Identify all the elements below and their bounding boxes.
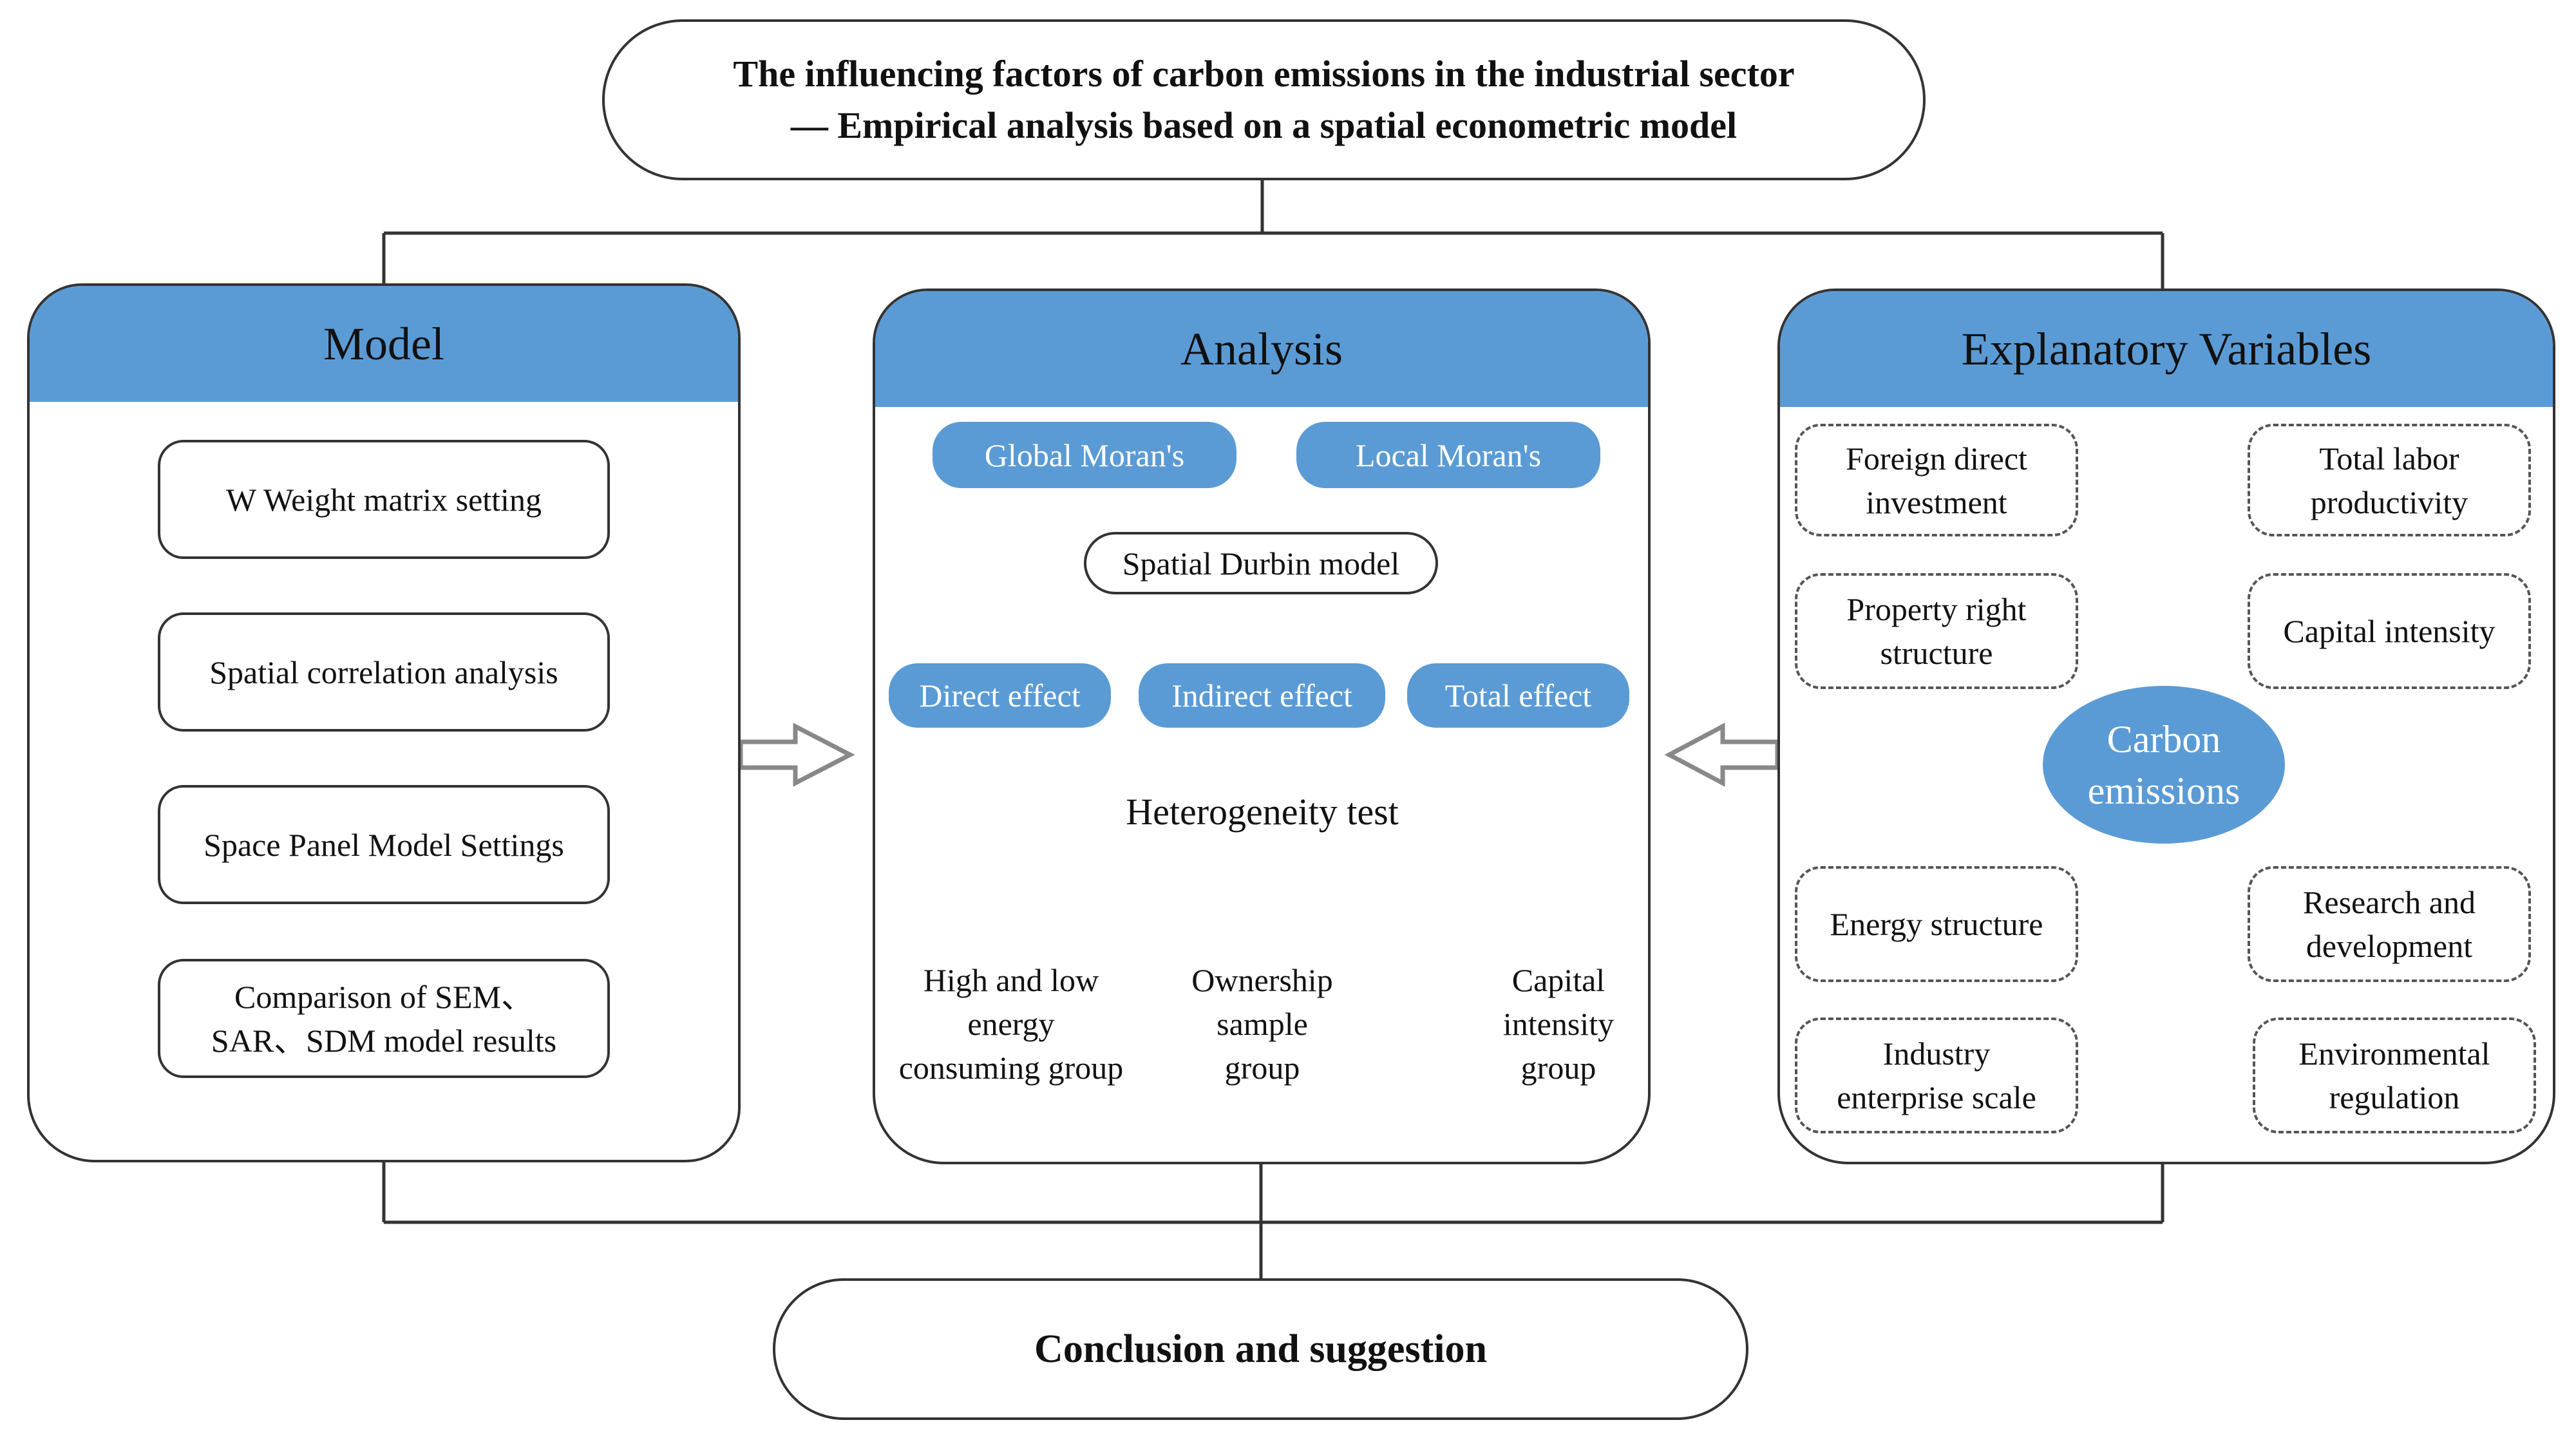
- group-energy-line-2: energy: [967, 1006, 1055, 1042]
- group-ownership-line-3: group: [1224, 1050, 1300, 1086]
- var-property-line-2: structure: [1880, 635, 1993, 671]
- title-line-2: — Empirical analysis based on a spatial …: [790, 104, 1738, 146]
- indirect-effect-node: Indirect effect: [1139, 663, 1385, 728]
- total-effect-node: Total effect: [1407, 663, 1629, 728]
- var-rd-line-1: Research and: [2303, 884, 2476, 920]
- var-total-labor-productivity: Total labor productivity: [2248, 424, 2531, 536]
- local-morans-node: Local Moran's: [1296, 422, 1600, 488]
- right-hollow-arrow: [1664, 723, 1780, 787]
- var-labor-line-2: productivity: [2310, 484, 2468, 520]
- var-rd-line-2: development: [2306, 928, 2473, 964]
- model-step-spatial-correlation: Spatial correlation analysis: [158, 612, 610, 732]
- model-panel-heading: Model: [30, 286, 738, 402]
- group-ownership-line-2: sample: [1217, 1006, 1308, 1042]
- group-energy-line-1: High and low: [923, 962, 1099, 998]
- group-energy-line-3: consuming group: [898, 1050, 1124, 1086]
- var-capital-intensity: Capital intensity: [2248, 573, 2531, 689]
- model-step-weight-matrix: W Weight matrix setting: [158, 440, 610, 559]
- var-foreign-direct-investment: Foreign direct investment: [1795, 424, 2078, 536]
- var-research-and-development: Research and development: [2248, 866, 2531, 982]
- heterogeneity-test-label: Heterogeneity test: [1126, 790, 1399, 833]
- carbon-line-1: Carbon: [2107, 717, 2221, 761]
- var-capital-line-1: Capital intensity: [2283, 613, 2496, 649]
- var-property-line-1: Property right: [1846, 591, 2027, 627]
- var-property-right-structure: Property right structure: [1795, 573, 2078, 689]
- diagram-title: The influencing factors of carbon emissi…: [602, 19, 1926, 180]
- var-env-line-2: regulation: [2329, 1079, 2460, 1115]
- var-scale-line-2: enterprise scale: [1837, 1079, 2036, 1115]
- var-fdi-line-2: investment: [1866, 484, 2007, 520]
- group-capital-line-3: group: [1520, 1050, 1596, 1086]
- group-capital-line-2: intensity: [1502, 1006, 1615, 1042]
- var-labor-line-1: Total labor: [2319, 440, 2459, 477]
- left-hollow-arrow: [738, 723, 855, 787]
- spatial-durbin-model-node: Spatial Durbin model: [1084, 532, 1438, 594]
- bottom-bracket: [382, 1162, 2164, 1278]
- var-env-line-1: Environmental: [2298, 1036, 2490, 1072]
- group-ownership-line-1: Ownership: [1191, 962, 1333, 998]
- group-ownership: Ownership sample group: [1133, 953, 1391, 1095]
- direct-effect-node: Direct effect: [889, 663, 1111, 728]
- group-energy-consumption: High and low energy consuming group: [873, 953, 1150, 1095]
- model-step-comparison: Comparison of SEM、 SAR、SDM model results: [158, 959, 610, 1078]
- var-scale-line-1: Industry: [1882, 1036, 1991, 1072]
- comparison-line-2: SAR、SDM model results: [211, 1022, 557, 1059]
- conclusion-node: Conclusion and suggestion: [773, 1278, 1748, 1420]
- title-line-1: The influencing factors of carbon emissi…: [733, 53, 1795, 95]
- group-capital-intensity: Capital intensity group: [1452, 953, 1665, 1095]
- var-industry-enterprise-scale: Industry enterprise scale: [1795, 1017, 2078, 1133]
- global-morans-node: Global Moran's: [933, 422, 1236, 488]
- analysis-panel-heading: Analysis: [875, 291, 1648, 407]
- comparison-line-1: Comparison of SEM、: [234, 978, 533, 1015]
- carbon-line-2: emissions: [2087, 769, 2240, 812]
- var-energy-structure: Energy structure: [1795, 866, 2078, 982]
- explanatory-panel-heading: Explanatory Variables: [1780, 291, 2553, 407]
- var-environmental-regulation: Environmental regulation: [2253, 1017, 2536, 1133]
- var-energy-line-1: Energy structure: [1830, 906, 2043, 942]
- var-fdi-line-1: Foreign direct: [1846, 440, 2027, 477]
- carbon-emissions-node: Carbon emissions: [2043, 686, 2285, 844]
- top-bracket: [382, 180, 2164, 289]
- group-capital-line-1: Capital: [1511, 962, 1605, 998]
- model-step-panel-settings: Space Panel Model Settings: [158, 785, 610, 904]
